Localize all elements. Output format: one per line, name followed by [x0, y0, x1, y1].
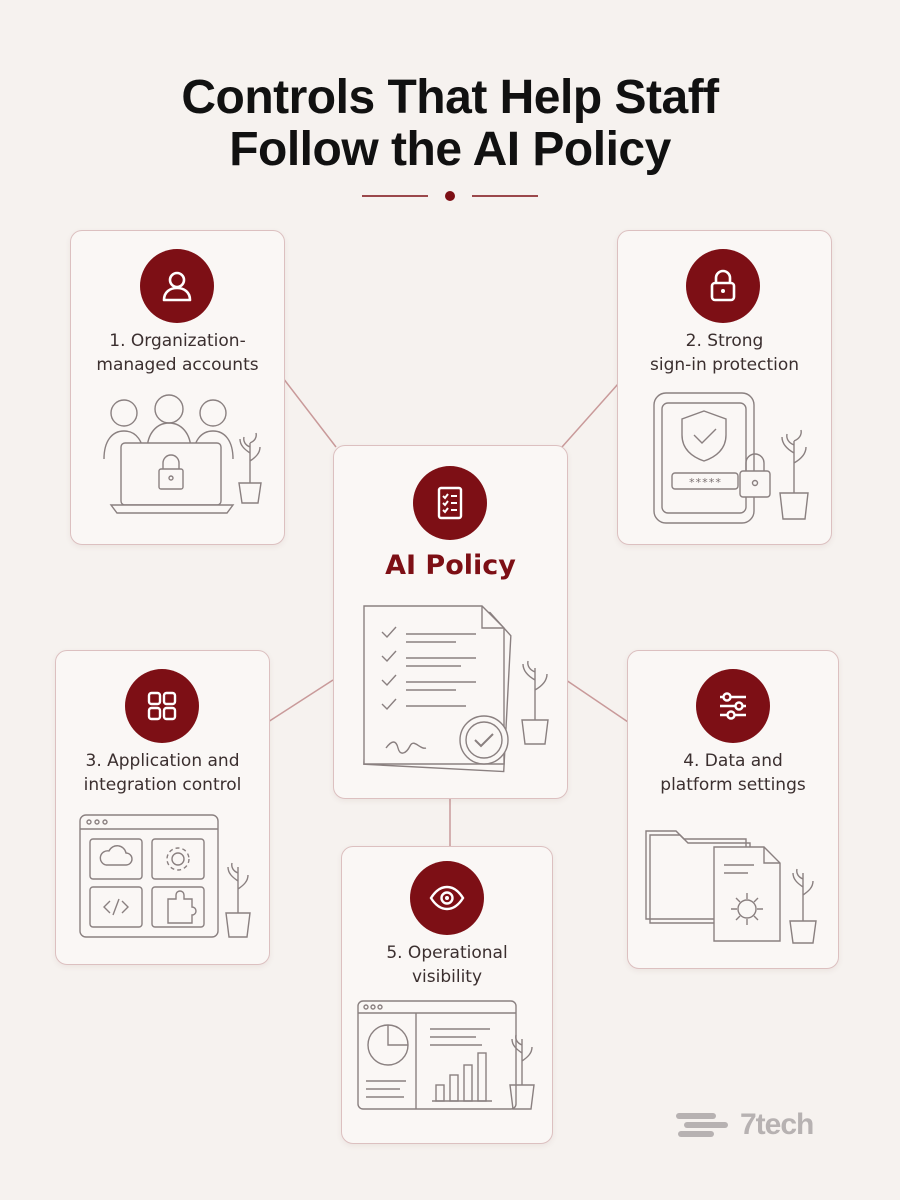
ai-policy-title: AI Policy: [385, 550, 516, 581]
sliders-icon: [696, 669, 770, 743]
phone-shield-illustration: *****: [653, 392, 809, 524]
card-ai-policy: AI Policy: [333, 445, 568, 799]
dashboard-illustration: [357, 1000, 535, 1110]
password-mask: *****: [688, 476, 721, 489]
app-grid-icon: [125, 669, 199, 743]
checklist-document-icon: [413, 466, 487, 540]
eye-icon: [410, 861, 484, 935]
lock-icon: [686, 249, 760, 323]
title-divider: [362, 191, 538, 201]
app-window-illustration: [79, 814, 251, 938]
page-title: Controls That Help Staff Follow the AI P…: [181, 71, 719, 176]
user-icon: [140, 249, 214, 323]
team-laptop-illustration: [103, 394, 262, 514]
card-1-label: 1. Organization-managed accounts: [96, 331, 259, 375]
policy-document-illustration: [363, 605, 549, 773]
speed-lines-icon: [676, 1113, 728, 1137]
brand-logo: 7tech: [676, 1108, 814, 1142]
folder-document-illustration: [645, 830, 817, 944]
brand-name: 7tech: [740, 1108, 814, 1141]
card-organization-accounts: 1. Organization-managed accounts: [70, 230, 285, 545]
